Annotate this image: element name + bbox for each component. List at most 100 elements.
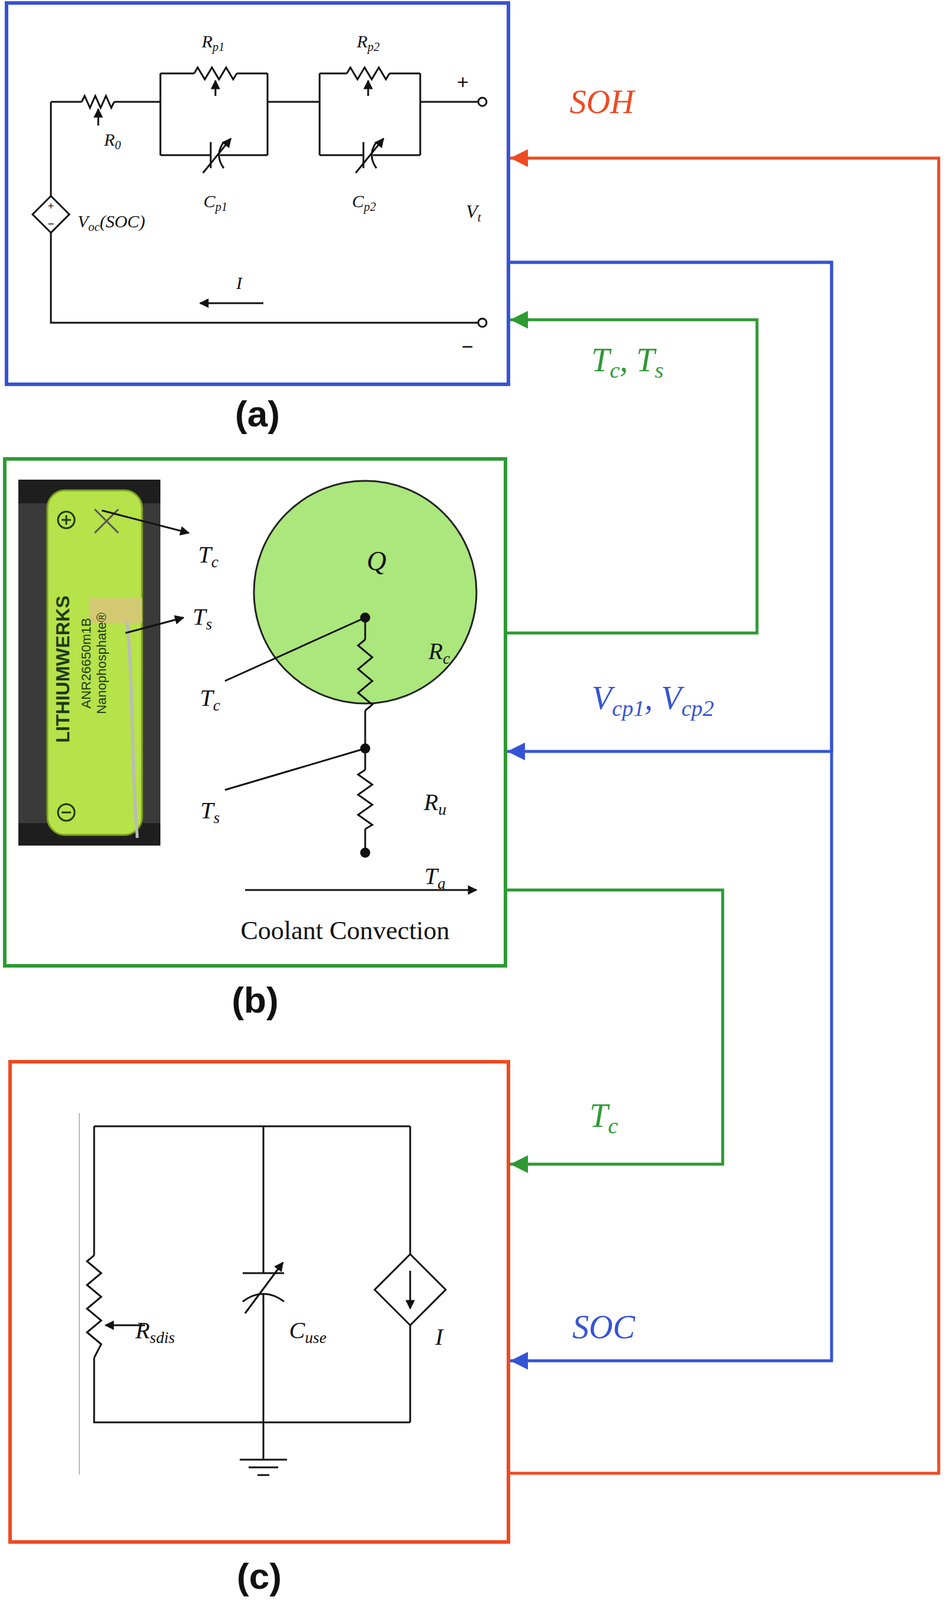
terminal xyxy=(478,97,487,106)
signal-label: Tc xyxy=(589,1098,618,1137)
text-part: sdis xyxy=(149,1328,175,1346)
current-source xyxy=(374,1253,446,1325)
text-part: C xyxy=(352,191,365,211)
text-part: c xyxy=(607,1112,618,1138)
current-label: I xyxy=(236,274,243,292)
temperature-label: Ta xyxy=(424,864,446,892)
ground-symbol xyxy=(239,1458,288,1475)
heat-label: Q xyxy=(366,547,386,575)
text-part: V xyxy=(661,679,682,717)
text-part: c xyxy=(213,696,221,714)
signal-connector xyxy=(507,262,832,752)
text-part: V xyxy=(77,211,89,231)
text-part: T xyxy=(200,796,214,824)
battery-print: LITHIUMWERKS xyxy=(53,595,73,743)
battery-photo xyxy=(18,479,161,846)
current-arrow xyxy=(200,302,264,305)
flow-label: Coolant Convection xyxy=(240,917,450,944)
signal-connector xyxy=(507,319,758,633)
signal-connector xyxy=(510,158,939,1473)
signal-label: SOC xyxy=(572,1309,636,1343)
polarity-sign: − xyxy=(461,336,474,357)
component-label: Cuse xyxy=(289,1318,327,1346)
text-part: 0 xyxy=(114,138,121,152)
temperature-label: Ts xyxy=(192,604,213,633)
variable-arrow xyxy=(97,108,100,126)
capacitor-plate xyxy=(242,1293,285,1301)
model-panel: (c) xyxy=(8,1059,511,1544)
text-part: s xyxy=(213,808,221,827)
text-part: c xyxy=(609,357,620,383)
text-part: SOC xyxy=(572,1308,636,1345)
photo-background xyxy=(18,479,161,846)
text-part: use xyxy=(304,1328,327,1346)
resistor-symbol xyxy=(81,95,115,108)
text-part: R xyxy=(104,129,115,150)
plus-mark xyxy=(58,511,75,528)
text-part: p2 xyxy=(367,40,380,54)
model-panel: (b)Q xyxy=(2,456,508,968)
text-part: C xyxy=(289,1316,306,1343)
text-part: t xyxy=(477,210,482,225)
resistor-symbol xyxy=(358,769,373,829)
resistor-symbol xyxy=(346,67,390,80)
capacitor-plate xyxy=(242,1271,285,1274)
minus-mark xyxy=(61,811,72,814)
wire xyxy=(50,101,479,103)
text-part: T xyxy=(200,684,214,711)
text-part: R xyxy=(356,31,368,51)
photo-holder xyxy=(18,822,161,846)
panel-caption: (a) xyxy=(234,395,280,433)
text-part: p1 xyxy=(215,200,228,214)
equivalent-circuit xyxy=(32,67,487,327)
text-part: T xyxy=(198,540,212,568)
source-label: Voc(SOC) xyxy=(77,212,146,233)
polarity-sign: + xyxy=(456,71,469,92)
text-part: V xyxy=(591,679,612,717)
callout-arrow xyxy=(125,617,184,633)
variable-arrow xyxy=(355,138,384,173)
thermal-circle: Q xyxy=(252,479,478,705)
panel-caption: (b) xyxy=(231,981,279,1019)
variable-arrow xyxy=(105,1324,146,1326)
scan-line xyxy=(78,1112,80,1474)
polarity-sign: − xyxy=(47,218,55,230)
component-label: R0 xyxy=(104,130,122,151)
text-part: cp1 xyxy=(611,695,645,721)
wire xyxy=(319,73,421,156)
battery-print: ANR26650m1B xyxy=(79,617,93,709)
variable-arrow xyxy=(245,1261,283,1313)
wire xyxy=(160,73,268,156)
text-part: s xyxy=(654,357,664,383)
capacitor-plate xyxy=(362,142,365,169)
recycle-mark xyxy=(94,509,119,533)
node-dot xyxy=(361,848,370,857)
photo-holder xyxy=(18,479,161,504)
tape xyxy=(88,597,143,623)
component-label: I xyxy=(435,1324,443,1349)
variable-arrow xyxy=(367,80,370,96)
text-part: s xyxy=(205,614,213,633)
temperature-label: Tc xyxy=(198,542,219,570)
current-arrow xyxy=(409,1270,412,1309)
signal-connector xyxy=(507,889,723,1164)
text-part: R xyxy=(201,31,213,51)
temperature-label: Tc xyxy=(200,685,221,714)
thermocouple-wire xyxy=(127,621,138,838)
temperature-label: Ts xyxy=(200,798,221,826)
text-part: p2 xyxy=(364,200,376,214)
text-part: R xyxy=(423,788,438,816)
polarity-sign: + xyxy=(47,200,55,212)
wire xyxy=(50,101,479,323)
variable-arrow xyxy=(203,138,231,173)
capacitor-plate xyxy=(371,142,377,169)
signal-label: SOH xyxy=(569,85,635,119)
circle-shape xyxy=(253,480,477,704)
text-part: T xyxy=(591,341,610,379)
coolant-arrow xyxy=(245,888,477,891)
dependent-source xyxy=(32,195,70,233)
